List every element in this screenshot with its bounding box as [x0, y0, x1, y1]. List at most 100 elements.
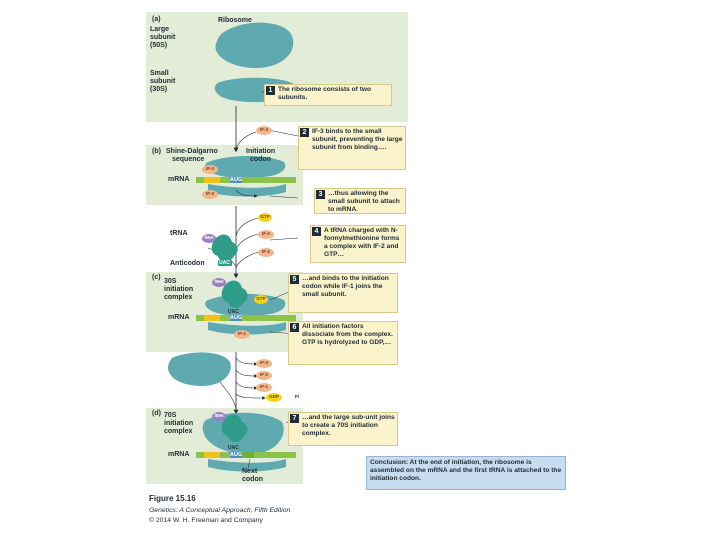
- if3-badge-released: IF-3: [202, 190, 218, 199]
- factor-release-arrow-3: [235, 381, 258, 390]
- gtp-badge-c: GTP: [254, 295, 268, 304]
- complex-70s-label-line3: complex: [164, 428, 193, 435]
- panel-letter-a: (a): [152, 16, 161, 23]
- callout-3-connector: [269, 195, 299, 199]
- panel-letter-b: (b): [152, 148, 161, 155]
- conclusion-box: Conclusion: At the end of initiation, th…: [366, 456, 566, 490]
- fmet-badge-transit: fMet: [202, 234, 216, 243]
- callout-6: 6 All initiation factors dissociate from…: [288, 321, 398, 365]
- mrna-label-b: mRNA: [168, 176, 190, 183]
- if2-join-arrow: [235, 233, 259, 251]
- callout-7-text: …and the large sub-unit joins to create …: [302, 414, 395, 437]
- small-subunit-label-line3: (30S): [150, 86, 168, 93]
- callout-3: 3 …thus allowing the small subunit to at…: [314, 188, 406, 214]
- panel-letter-c: (c): [152, 274, 161, 281]
- next-codon-label-line1: Next: [242, 468, 258, 475]
- figure-caption-title: Figure 15.16: [149, 494, 196, 503]
- callout-3-number: 3: [316, 190, 325, 199]
- if3-join-arrow: [235, 131, 257, 151]
- callout-1: 1 The ribosome consists of two subunits.: [264, 84, 392, 106]
- gdp-badge: GDP: [266, 393, 282, 402]
- aug-label-d: AUG: [230, 452, 243, 458]
- next-codon-pointer: [247, 458, 251, 469]
- figure-caption-source: Genetics: A Conceptual Approach, Fifth E…: [149, 507, 291, 514]
- anticodon-label: Anticodon: [170, 260, 205, 267]
- ribosome-label: Ribosome: [218, 17, 252, 24]
- initiation-codon-site-b: [230, 177, 242, 183]
- shine-dalgarno-site-d: [204, 452, 220, 458]
- initiation-codon-site-d: [230, 452, 242, 458]
- trna-shape-transit: [211, 234, 238, 262]
- mrna-label-d: mRNA: [168, 451, 190, 458]
- fmet-badge-c: fMet: [212, 278, 226, 287]
- shine-dalgarno-label-line2: sequence: [172, 156, 205, 163]
- large-subunit-shape: [215, 22, 294, 68]
- callout-2-number: 2: [300, 128, 309, 137]
- callout-4-text: A tRNA charged with N-formylmethionine f…: [324, 227, 400, 258]
- callout-4: 4 A tRNA charged with N-formylmethionine…: [310, 225, 406, 263]
- next-codon-site-d: [242, 452, 254, 458]
- small-subunit-c-lower: [208, 322, 286, 335]
- callout-1-number: 1: [266, 86, 275, 95]
- complex-30s-label-line1: 30S: [164, 278, 177, 285]
- callout-6-number: 6: [290, 323, 299, 332]
- if3-badge-b: IF-3: [202, 165, 218, 174]
- uac-label-transit: UAC: [219, 260, 230, 266]
- complex-70s-label-line1: 70S: [164, 412, 177, 419]
- trna-label: tRNA: [170, 230, 188, 237]
- callout-5: 5 …and binds to the initiation codon whi…: [288, 273, 398, 313]
- large-subunit-join-arrow: [219, 381, 237, 409]
- callout-2: 2 IF-3 binds to the small subunit, preve…: [298, 126, 406, 170]
- factor-release-arrow-4: [235, 393, 266, 400]
- complex-30s-label-line3: complex: [164, 294, 193, 301]
- initiation-codon-label-line1: Initiation: [246, 148, 276, 155]
- trna-shape-d: [221, 414, 248, 442]
- aug-label-b: AUG: [230, 177, 243, 183]
- factor-release-arrow-1: [235, 357, 258, 366]
- mrna-strand-c: [196, 315, 296, 321]
- large-subunit-label-line2: subunit: [150, 34, 176, 41]
- large-subunit-label-line3: (50S): [150, 42, 168, 49]
- pi-badge: Pi: [294, 394, 300, 399]
- small-subunit-d-lower: [208, 459, 286, 472]
- callout-2-connector: [267, 129, 299, 137]
- if1-badge-top: IF-1: [258, 248, 274, 257]
- mrna-strand-b: [196, 177, 296, 183]
- if3-badge-release: IF-3: [256, 359, 272, 368]
- callout-6-text: All initiation factors dissociate from t…: [302, 323, 393, 346]
- gtp-join-arrow: [235, 217, 259, 237]
- uac-label-c: UAC: [228, 309, 239, 315]
- callout-4-connector: [269, 237, 299, 241]
- next-codon-label-line2: codon: [242, 476, 263, 483]
- if3-leave-arrow: [235, 189, 258, 198]
- mrna-label-c: mRNA: [168, 314, 190, 321]
- small-subunit-b-lower: [208, 184, 286, 197]
- callout-3-text: …thus allowing the small subunit to atta…: [328, 190, 400, 213]
- small-subunit-b-shape: [205, 156, 286, 179]
- shine-dalgarno-label-line1: Shine-Dalgarno: [166, 148, 218, 155]
- callout-7-number: 7: [290, 414, 299, 423]
- figure-caption-copyright: © 2014 W. H. Freeman and Company: [149, 517, 263, 524]
- large-subunit-label-line1: Large: [150, 26, 170, 33]
- small-subunit-label-line2: subunit: [150, 78, 176, 85]
- initiation-codon-label-line2: codon: [250, 156, 271, 163]
- panel-letter-d: (d): [152, 410, 161, 417]
- initiation-codon-site-c: [230, 315, 242, 321]
- shine-dalgarno-site-c: [204, 315, 220, 321]
- trna-shape-c: [221, 280, 248, 308]
- complex-70s-label-line2: initiation: [164, 420, 194, 427]
- callout-4-number: 4: [312, 227, 321, 236]
- anticodon-transit: [218, 260, 232, 266]
- figure-15-16: (a) (b) (c) (d): [146, 12, 570, 492]
- callout-5-text: …and binds to the initiation codon while…: [302, 275, 389, 298]
- if3-badge-top: IF-3: [256, 126, 272, 135]
- if2-badge-release: IF-2: [256, 371, 272, 380]
- if1-badge-release: IF-1: [256, 383, 272, 392]
- small-subunit-label-line1: Small: [150, 70, 169, 77]
- callout-5-number: 5: [290, 275, 299, 284]
- uac-label-d: UAC: [228, 445, 239, 451]
- fmet-badge-d: fMet: [212, 412, 226, 421]
- gtp-badge-top: GTP: [258, 213, 272, 222]
- large-subunit-free-shape: [168, 352, 231, 386]
- factor-release-arrow-2: [235, 369, 258, 378]
